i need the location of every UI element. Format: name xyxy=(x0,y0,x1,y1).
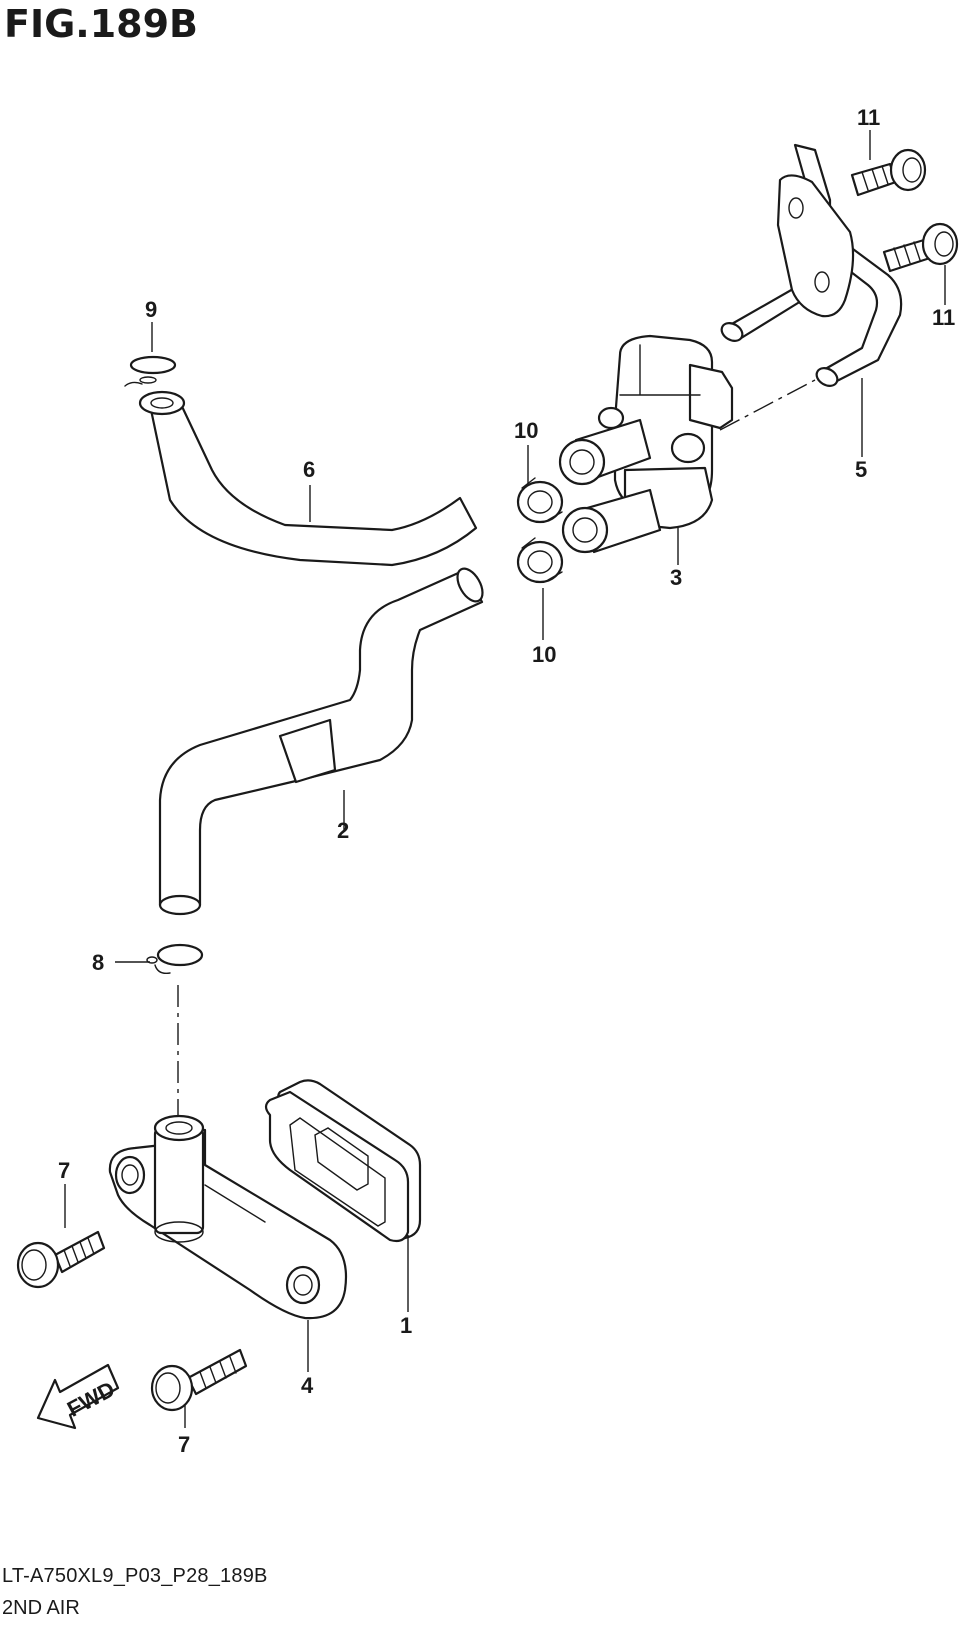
callout-3: 3 xyxy=(670,565,682,590)
bolt-part-11-lower xyxy=(882,222,959,273)
callout-5: 5 xyxy=(855,457,867,482)
clamp-part-10-upper xyxy=(516,477,564,524)
callout-10-lower: 10 xyxy=(532,642,556,667)
callout-numbers: 1 2 3 4 5 6 7 7 8 9 10 10 11 11 xyxy=(58,105,955,1457)
o-ring-part-8 xyxy=(146,943,204,975)
bolt-part-7-lower xyxy=(150,1348,248,1412)
callout-1: 1 xyxy=(400,1313,412,1338)
clamp-part-10-lower xyxy=(516,537,564,584)
hose-part-6 xyxy=(138,390,478,567)
valve-part-3 xyxy=(558,334,734,554)
diagram-name: 2ND AIR xyxy=(2,1597,80,1619)
clip-part-9 xyxy=(124,355,177,387)
callout-4: 4 xyxy=(301,1373,314,1398)
callout-8: 8 xyxy=(92,950,104,975)
callout-9: 9 xyxy=(145,297,157,322)
gasket-part-1 xyxy=(264,1079,422,1243)
figure-title: FIG.189B xyxy=(4,2,199,46)
diagram-code: LT-A750XL9_P03_P28_189B xyxy=(2,1565,268,1587)
bolt-part-7-upper xyxy=(16,1230,106,1289)
callout-2: 2 xyxy=(337,818,349,843)
bolt-part-11-upper xyxy=(850,148,927,197)
callout-10-upper: 10 xyxy=(514,418,538,443)
hose-part-2 xyxy=(158,567,484,916)
pipe-part-5 xyxy=(720,143,903,387)
callout-11-lower: 11 xyxy=(932,305,955,330)
callout-11-upper: 11 xyxy=(857,105,880,130)
fwd-arrow-icon: FWD xyxy=(36,1363,120,1430)
pipe-bracket-part-4 xyxy=(108,1114,348,1320)
callout-7-upper: 7 xyxy=(58,1158,70,1183)
callout-7-lower: 7 xyxy=(178,1432,190,1457)
callout-6: 6 xyxy=(303,457,315,482)
